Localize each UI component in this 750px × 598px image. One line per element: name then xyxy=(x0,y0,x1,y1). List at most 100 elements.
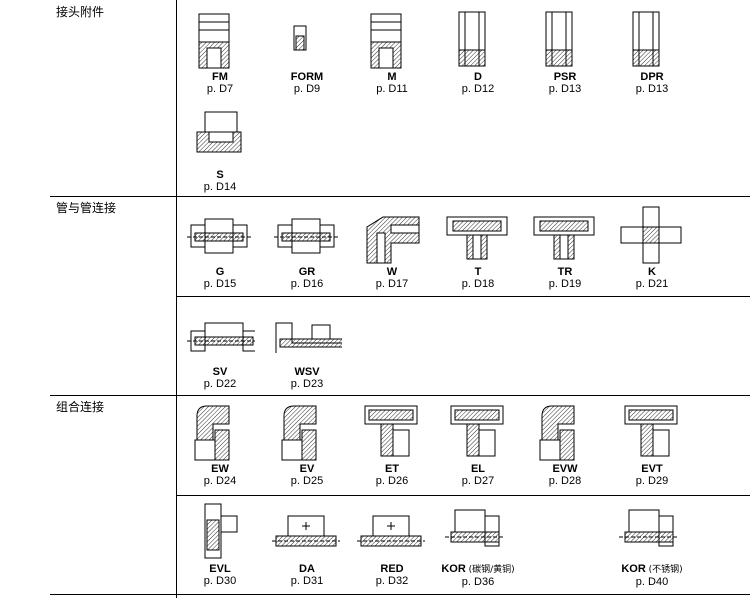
fitting-page-ref: p. D26 xyxy=(375,475,409,487)
fitting-code-label: GR xyxy=(298,266,316,278)
reducing-union-icon xyxy=(263,203,351,265)
fitting-code: W xyxy=(348,266,436,278)
adjustable-tee-icon xyxy=(434,400,522,462)
fitting-page-ref: p. D12 xyxy=(461,83,495,95)
fitting-code: G xyxy=(176,266,264,278)
row-divider xyxy=(176,495,750,496)
fitting-code-label: ET xyxy=(384,463,400,475)
ring-fitting-icon xyxy=(263,8,351,70)
fitting-page-ref: p. D28 xyxy=(548,475,582,487)
fitting-code-label: D xyxy=(474,71,482,83)
adjustable-elbow-icon xyxy=(176,400,264,462)
row-divider xyxy=(176,296,750,297)
fitting-code: S xyxy=(176,169,264,181)
plug-fitting-icon xyxy=(521,8,609,70)
fitting-page-ref: p. D40 xyxy=(635,576,669,588)
elbow-union-icon xyxy=(348,203,436,265)
reducer-fitting-icon xyxy=(176,106,264,168)
fitting-code-label: W xyxy=(386,266,398,278)
fitting-material-note: (不锈钢) xyxy=(645,565,683,575)
fitting-code-label: M xyxy=(387,71,397,83)
plug-fitting-icon xyxy=(434,8,522,70)
category-combination: 组合连接 xyxy=(56,400,105,414)
fitting-code: TR xyxy=(521,266,609,278)
fitting-code: ET xyxy=(348,463,436,475)
fitting-code: FM xyxy=(176,71,264,83)
adjustable-45-elbow-icon xyxy=(263,400,351,462)
fitting-code-label: WSV xyxy=(294,366,320,378)
fitting-code-label: EVW xyxy=(552,463,578,475)
fitting-code-label: DA xyxy=(299,563,315,575)
fitting-material-note: (碳钢/黄铜) xyxy=(465,565,515,575)
fitting-item-kor: KOR (碳钢/黄铜)p. D36 xyxy=(434,500,522,588)
adjustable-run-tee-icon xyxy=(176,500,264,562)
fitting-page-ref: p. D29 xyxy=(635,475,669,487)
nut-fitting-icon xyxy=(176,8,264,70)
fitting-code-label: S xyxy=(216,169,224,181)
fitting-code-label: G xyxy=(215,266,225,278)
adjustable-tee-icon xyxy=(348,400,436,462)
fitting-page-ref: p. D15 xyxy=(203,278,237,290)
fitting-code: EVT xyxy=(608,463,696,475)
fitting-code-label: EVT xyxy=(641,463,663,475)
row-divider xyxy=(50,196,750,197)
fitting-code-label: RED xyxy=(380,563,404,575)
fitting-code-label: T xyxy=(474,266,482,278)
row-divider xyxy=(50,395,750,396)
category-tube-to-tube: 管与管连接 xyxy=(56,201,117,215)
fitting-code-label: EL xyxy=(470,463,486,475)
fitting-code: PSR xyxy=(521,71,609,83)
fitting-code: K xyxy=(608,266,696,278)
tee-union-icon xyxy=(521,203,609,265)
fitting-code-label: KOR xyxy=(621,563,646,575)
fitting-code: SV xyxy=(176,366,264,378)
fitting-code: KOR (不锈钢) xyxy=(608,563,696,576)
fitting-code: DPR xyxy=(608,71,696,83)
fitting-page-ref: p. D32 xyxy=(375,575,409,587)
fitting-page-ref: p. D13 xyxy=(635,83,669,95)
fitting-code: EVL xyxy=(176,563,264,575)
fitting-item-kor: KOR (不锈钢)p. D40 xyxy=(608,500,696,588)
fitting-page-ref: p. D11 xyxy=(376,83,408,95)
fitting-code: EW xyxy=(176,463,264,475)
fitting-code: M xyxy=(348,71,436,83)
fitting-code-label: FORM xyxy=(290,71,324,83)
fitting-page-ref: p. D17 xyxy=(375,278,409,290)
fitting-code: T xyxy=(434,266,522,278)
fitting-page-ref: p. D13 xyxy=(548,83,582,95)
nut-fitting-icon xyxy=(348,8,436,70)
tee-union-icon xyxy=(434,203,522,265)
fitting-page-ref: p. D7 xyxy=(206,83,234,95)
bulkhead-connector-icon xyxy=(263,500,351,562)
fitting-code-label: TR xyxy=(557,266,573,278)
fitting-page-ref: p. D22 xyxy=(203,378,237,390)
fitting-code-label: EW xyxy=(211,463,229,475)
fitting-code-label: SV xyxy=(212,366,228,378)
straight-union-icon xyxy=(176,203,264,265)
fitting-code-label: PSR xyxy=(553,71,577,83)
fitting-code: GR xyxy=(263,266,351,278)
bulkhead-union-icon xyxy=(176,303,264,365)
fitting-code-label: EVL xyxy=(209,563,231,575)
fitting-page-ref: p. D9 xyxy=(293,83,321,95)
fitting-code: EL xyxy=(434,463,522,475)
fitting-page-ref: p. D21 xyxy=(635,278,669,290)
fitting-page-ref: p. D25 xyxy=(290,475,324,487)
fitting-code: RED xyxy=(348,563,436,575)
